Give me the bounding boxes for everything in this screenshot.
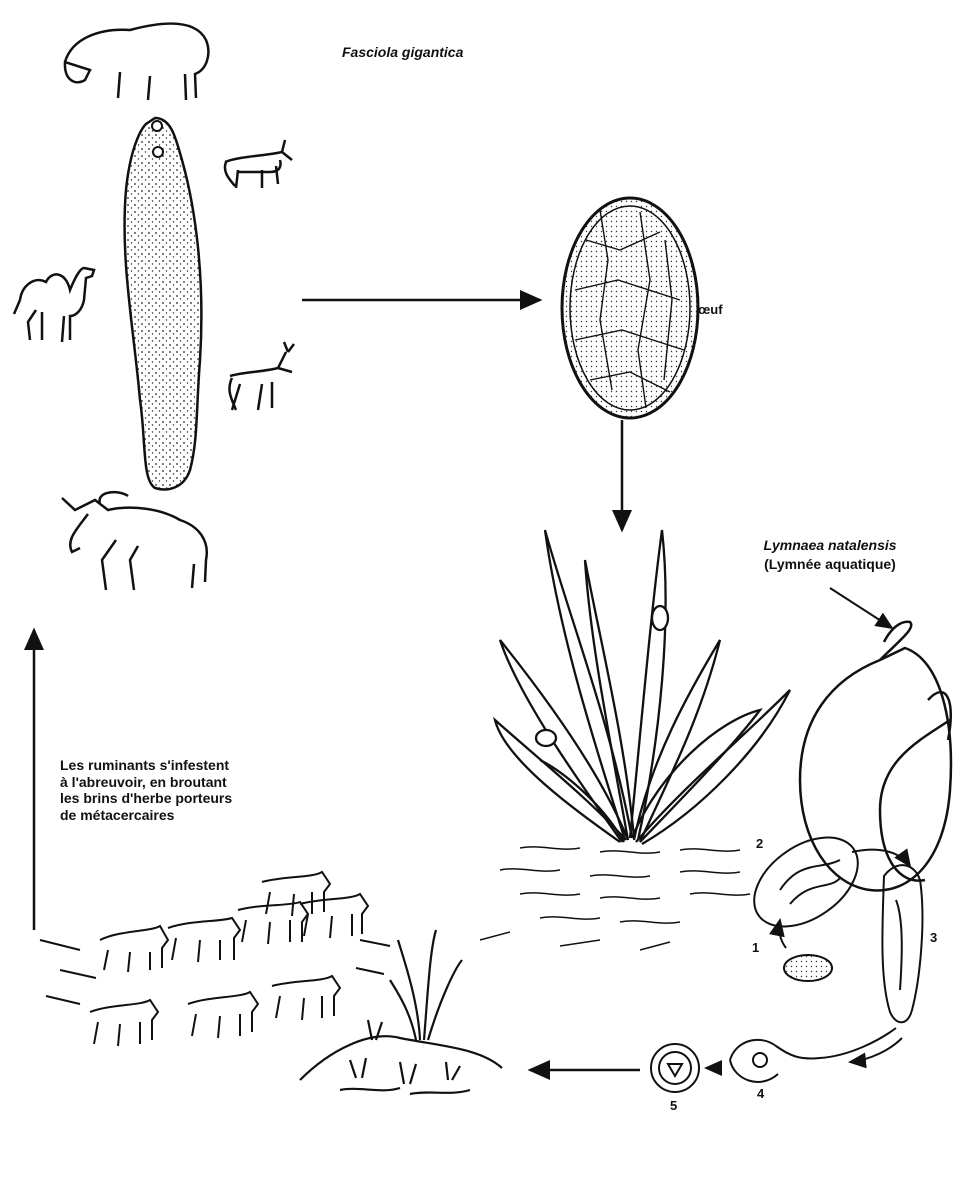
- infestation-caption: Les ruminants s'infestent à l'abreuvoir,…: [60, 757, 290, 823]
- camel-icon: [14, 268, 94, 342]
- larval-stages: [651, 819, 922, 1092]
- snail-common-name: (Lymnée aquatique): [730, 556, 930, 573]
- stage-label-3: 3: [930, 930, 937, 945]
- egg: [562, 198, 698, 418]
- cattle-herd: [40, 872, 390, 1046]
- caption-line: à l'abreuvoir, en broutant: [60, 774, 290, 791]
- stage-label-4: 4: [757, 1086, 764, 1101]
- antelope-icon: [229, 342, 294, 410]
- fasciola-fluke: [125, 118, 202, 489]
- pond-grass: [300, 930, 502, 1094]
- goat-icon: [225, 140, 292, 188]
- caption-line: les brins d'herbe porteurs: [60, 790, 290, 807]
- caption-line: de métacercaires: [60, 807, 290, 824]
- zebu-icon: [62, 492, 207, 590]
- sheep-icon: [65, 24, 208, 100]
- caption-line: Les ruminants s'infestent: [60, 757, 290, 774]
- species-title: Fasciola gigantica: [342, 44, 463, 61]
- arrow-to-snail: [830, 588, 892, 628]
- egg-label: œuf: [698, 302, 723, 317]
- water-lines: [480, 847, 750, 950]
- stage-label-2: 2: [756, 836, 763, 851]
- grass-plant: [495, 530, 790, 844]
- snail-name: Lymnaea natalensis: [730, 537, 930, 554]
- stage-label-5: 5: [670, 1098, 677, 1113]
- stage-label-1: 1: [752, 940, 759, 955]
